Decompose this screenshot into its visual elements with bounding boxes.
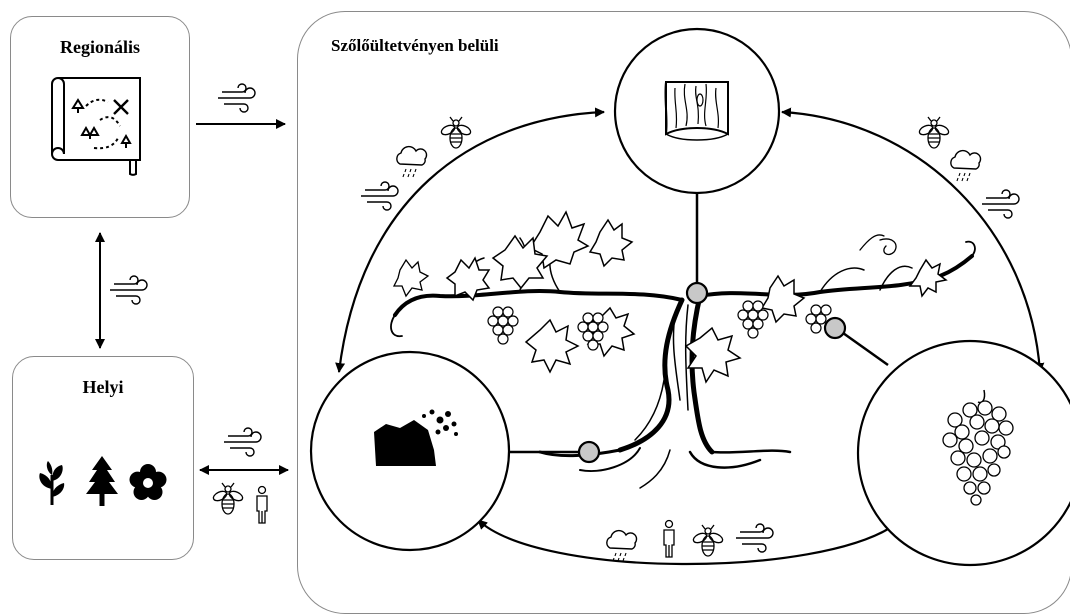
grapes-connector [835, 326, 889, 367]
wood-grapes-arrow [781, 107, 1045, 373]
map-icon [51, 77, 141, 176]
soil-grapes-arrow [477, 519, 897, 566]
wind-icon [217, 83, 256, 113]
person-icon [256, 485, 268, 524]
plant-icon [39, 461, 65, 505]
grapes-junction [823, 316, 847, 340]
wind-icon [223, 427, 262, 457]
bee-icon [211, 482, 245, 515]
rain-cloud-icon [396, 145, 428, 178]
rain-cloud-icon [606, 529, 638, 562]
wind-icon [360, 181, 399, 211]
wood-node [613, 27, 781, 195]
bee-icon [691, 524, 725, 557]
flower-icon [129, 464, 167, 500]
soil-icon [374, 409, 458, 466]
wind-icon [735, 523, 774, 553]
bee-icon [439, 116, 473, 149]
grapes-icon [942, 389, 1014, 506]
rain-cloud-icon [950, 149, 982, 182]
wind-icon [109, 275, 148, 305]
tree-icon [86, 456, 118, 506]
regional-box: Regionális [10, 16, 190, 218]
wood-soil-arrow [335, 107, 605, 373]
grapevine-illustration [390, 210, 976, 489]
person-icon [663, 519, 675, 558]
vineyard-title: Szőlőültetvényen belüli [331, 36, 499, 55]
wind-icon [981, 189, 1020, 219]
local-box: Helyi [12, 356, 194, 560]
local-title: Helyi [82, 377, 124, 397]
soil-junction [577, 440, 601, 464]
wood-junction [685, 281, 709, 305]
regional-title: Regionális [59, 37, 140, 57]
bee-icon [917, 116, 951, 149]
wood-icon [664, 81, 729, 141]
